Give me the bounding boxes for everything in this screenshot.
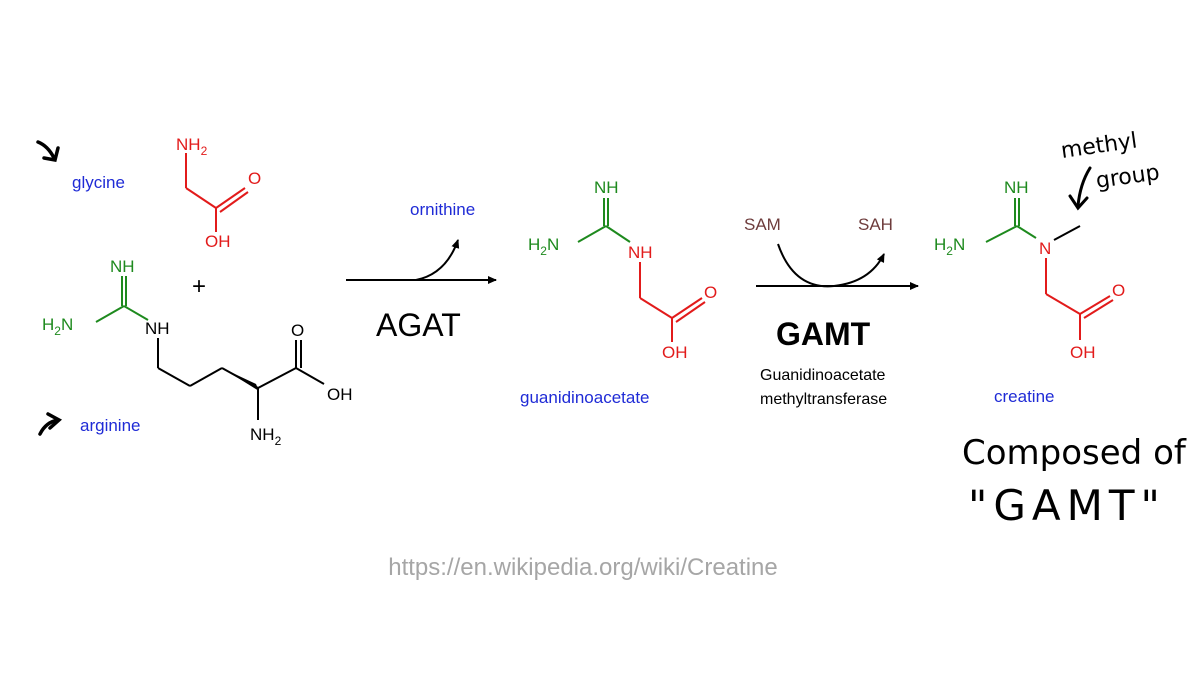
glycine-carbonyl-o: O [248, 169, 261, 188]
gamt-full-name-line1: Guanidinoacetate [760, 367, 886, 384]
arginine-molecule: NH H2N NH O OH NH2 arginine [42, 257, 353, 448]
guanidinoacetate-carbonyl-o: O [704, 283, 717, 302]
arginine-nh-label: NH [145, 319, 170, 338]
creatine-n-label: N [1039, 239, 1051, 258]
glycine-molecule: NH2 O OH glycine [72, 135, 261, 251]
guanidinoacetate-nh-label: NH [628, 243, 653, 262]
guanidinoacetate-name: guanidinoacetate [520, 388, 650, 407]
sam-label: SAM [744, 215, 781, 234]
methyl-group-annotation: methyl group [1059, 129, 1161, 211]
handwritten-composed-of: Composed of [962, 433, 1187, 473]
gamt-enzyme-label: GAMT [776, 316, 871, 352]
guanidinoacetate-red-bonds [639, 262, 706, 342]
arginine-carbonyl-o: O [291, 321, 304, 340]
handwritten-methyl: methyl [1059, 129, 1138, 164]
plus-sign: + [192, 273, 206, 300]
ornithine-label: ornithine [410, 200, 475, 219]
creatine-imine-label: NH [1004, 178, 1029, 197]
arginine-hydroxyl: OH [327, 385, 353, 404]
reaction-1: ornithine AGAT [346, 200, 497, 343]
glycine-hydroxyl: OH [205, 232, 231, 251]
composed-of-gamt-annotation: Composed of "GAMT" [962, 433, 1187, 530]
guanidinoacetate-amino-label: H2N [528, 235, 559, 258]
guanidinoacetate-imine-label: NH [594, 178, 619, 197]
agat-enzyme-label: AGAT [376, 307, 461, 343]
creatine-name: creatine [994, 387, 1054, 406]
creatine-green-bonds [985, 198, 1037, 243]
guanidinoacetate-green-bonds [577, 198, 631, 243]
handwritten-group: group [1094, 160, 1161, 194]
arginine-alpha-amine: NH2 [250, 425, 282, 448]
creatine-hydroxyl: OH [1070, 343, 1096, 362]
arginine-green-bonds [95, 276, 149, 323]
arginine-wedge-bond [222, 368, 259, 391]
guanidinoacetate-molecule: NH H2N NH O OH guanidinoacetate [520, 178, 717, 407]
creatine-molecule: NH H2N N O OH creatine [934, 178, 1125, 406]
arginine-pointer-arrow-icon [38, 412, 63, 436]
creatine-amino-label: H2N [934, 235, 965, 258]
arginine-name: arginine [80, 416, 141, 435]
glycine-name: glycine [72, 173, 125, 192]
gamt-full-name-line2: methyltransferase [760, 391, 887, 408]
glycine-bonds [185, 153, 249, 232]
creatine-carbonyl-o: O [1112, 281, 1125, 300]
glycine-amine-label: NH2 [176, 135, 208, 158]
sah-label: SAH [858, 215, 893, 234]
arginine-imine-label: NH [110, 257, 135, 276]
guanidinoacetate-hydroxyl: OH [662, 343, 688, 362]
arginine-amino-label: H2N [42, 315, 73, 338]
ornithine-release-arrow [415, 239, 460, 281]
creatine-red-bonds [1045, 258, 1114, 340]
sam-to-sah-arrow [777, 243, 885, 288]
creatine-methyl-bond [1053, 225, 1081, 241]
glycine-pointer-arrow-icon [36, 140, 60, 163]
reaction-2: SAM SAH GAMT Guanidinoacetate methyltran… [744, 215, 919, 408]
handwritten-gamt-quote: "GAMT" [968, 481, 1166, 530]
methyl-pointer-arrow-icon [1068, 166, 1092, 211]
source-url: https://en.wikipedia.org/wiki/Creatine [388, 554, 778, 581]
